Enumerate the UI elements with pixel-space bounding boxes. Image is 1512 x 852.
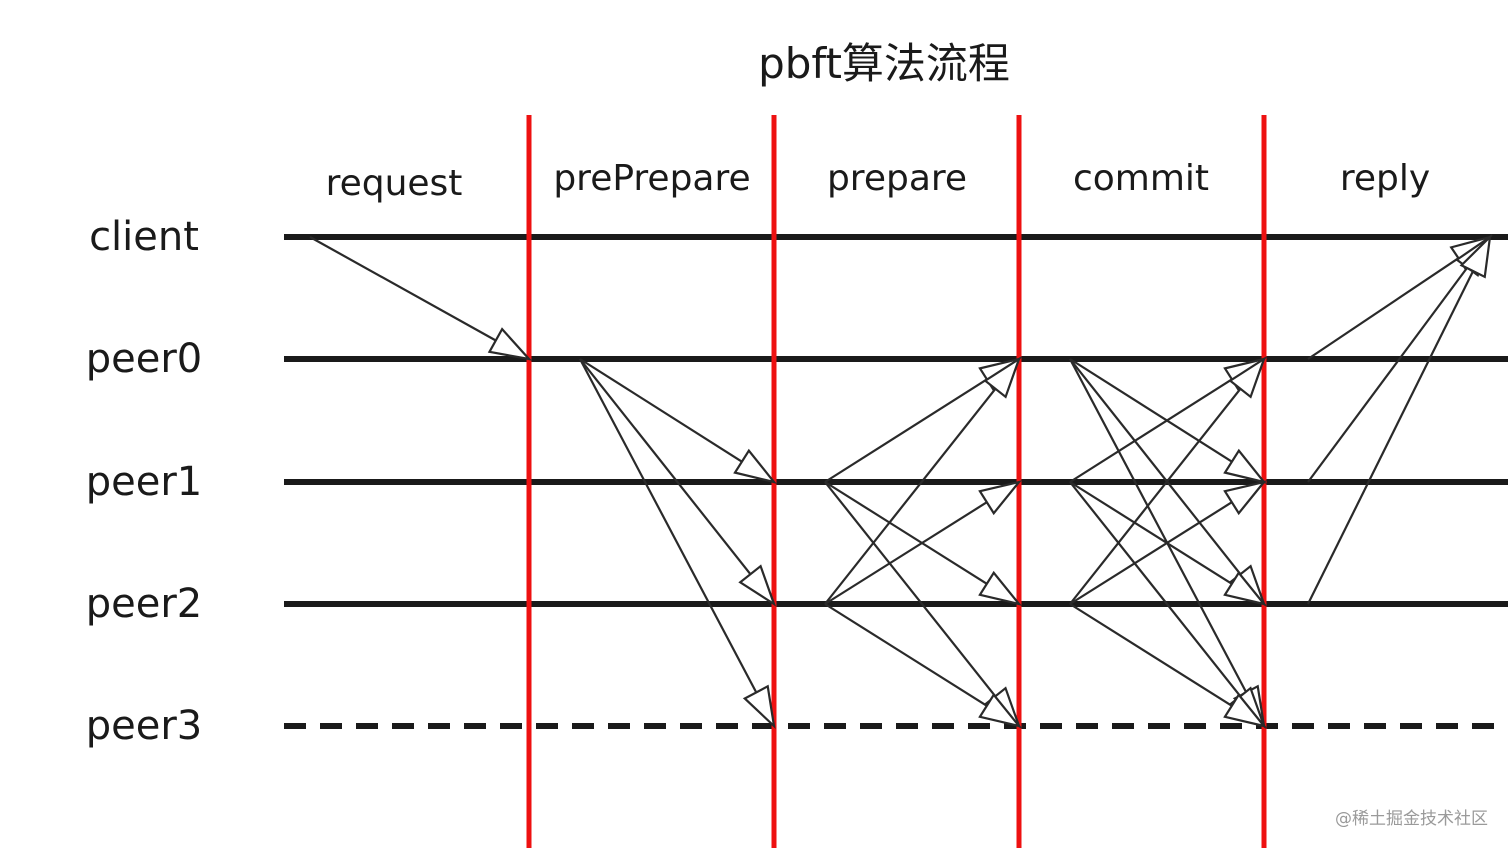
- node-timelines: [284, 234, 1508, 729]
- message-arrow-commit-peer0-to-peer1: [1069, 358, 1267, 484]
- message-arrow-prepare-peer2-to-peer0: [824, 356, 1022, 605]
- message-line: [1069, 481, 1233, 585]
- arrowhead: [1223, 448, 1267, 484]
- message-line: [1069, 378, 1233, 483]
- message-arrow-reply-peer2-to-client: [1307, 233, 1492, 605]
- message-line: [824, 501, 988, 605]
- phase-label-commit: commit: [1073, 158, 1209, 199]
- arrowhead: [1228, 356, 1267, 399]
- message-line: [1069, 388, 1242, 605]
- phase-label-reply: reply: [1340, 158, 1430, 199]
- message-line: [824, 388, 997, 605]
- message-line: [579, 358, 758, 693]
- arrowhead: [978, 570, 1022, 606]
- message-arrow-prepare-peer2-to-peer1: [824, 480, 1022, 605]
- message-line: [824, 603, 988, 707]
- message-line: [1069, 603, 1233, 707]
- message-arrow-commit-peer2-to-peer0: [1069, 356, 1267, 605]
- arrowhead: [1223, 570, 1267, 606]
- message-line: [1069, 358, 1248, 693]
- arrowhead: [978, 692, 1022, 728]
- arrowhead: [487, 327, 532, 361]
- node-labels: client peer0 peer1 peer2 peer3: [86, 214, 203, 749]
- phase-labels: request prePrepare prepare commit reply: [326, 158, 1431, 204]
- message-line: [309, 236, 497, 342]
- diagram-title: pbft算法流程: [758, 39, 1010, 88]
- arrowhead: [733, 448, 777, 484]
- message-arrows: [309, 233, 1493, 730]
- message-arrow-prePrepare-peer0-to-peer2: [579, 358, 777, 607]
- node-label-peer3: peer3: [86, 703, 203, 749]
- arrowhead: [1223, 480, 1267, 516]
- message-arrow-prepare-peer1-to-peer2: [824, 481, 1022, 606]
- message-arrow-commit-peer2-to-peer3: [1069, 603, 1267, 728]
- message-arrow-prePrepare-peer0-to-peer3: [579, 358, 776, 730]
- message-line: [1069, 358, 1233, 463]
- message-arrow-commit-peer1-to-peer2: [1069, 481, 1267, 606]
- message-line: [579, 358, 743, 463]
- arrowhead: [978, 480, 1022, 516]
- message-line: [1069, 481, 1242, 697]
- node-label-peer2: peer2: [86, 581, 203, 627]
- message-line: [824, 481, 997, 697]
- message-line: [1307, 257, 1460, 360]
- message-line: [1069, 501, 1233, 605]
- phase-label-preprepare: prePrepare: [553, 158, 750, 199]
- message-line: [579, 358, 752, 575]
- message-line: [824, 378, 988, 483]
- node-label-peer0: peer0: [86, 336, 203, 382]
- arrowhead: [1223, 692, 1267, 728]
- arrowhead: [983, 356, 1022, 399]
- message-arrow-prepare-peer2-to-peer3: [824, 603, 1022, 728]
- phase-label-request: request: [326, 163, 463, 204]
- arrowhead: [738, 564, 777, 607]
- message-line: [1069, 358, 1242, 575]
- node-label-peer1: peer1: [86, 459, 203, 505]
- message-line: [1307, 270, 1475, 605]
- message-arrow-request-client-to-peer0: [309, 236, 532, 361]
- message-line: [1307, 266, 1469, 483]
- message-arrow-prePrepare-peer0-to-peer1: [579, 358, 777, 484]
- phase-label-prepare: prepare: [827, 158, 967, 199]
- arrowhead: [742, 684, 776, 730]
- message-arrow-commit-peer2-to-peer1: [1069, 480, 1267, 605]
- node-label-client: client: [89, 214, 199, 260]
- watermark: @稀土掘金技术社区: [1335, 809, 1488, 829]
- message-line: [824, 481, 988, 585]
- arrowhead: [1459, 233, 1492, 279]
